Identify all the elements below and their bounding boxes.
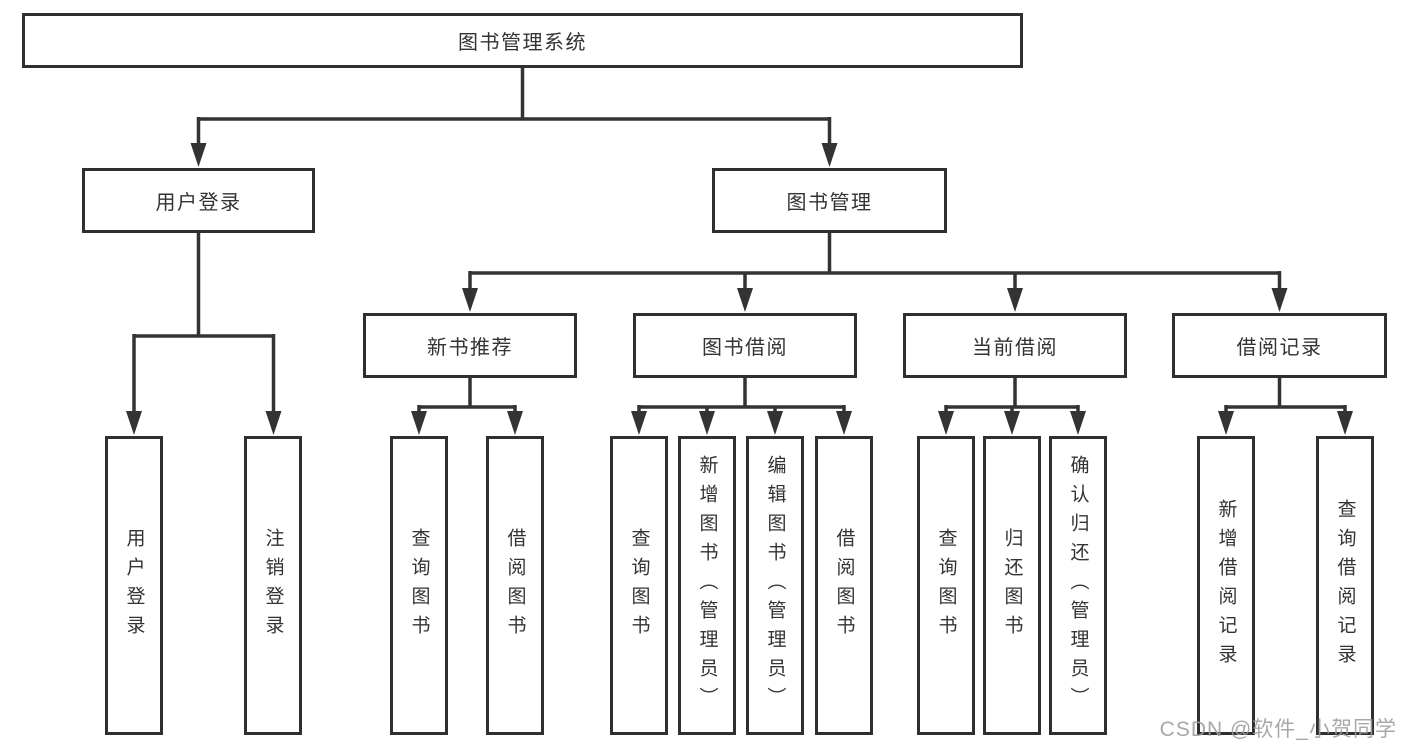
leaf-bb-borrow-books: 借阅图书 [815,436,873,735]
leaf-cb-query-books-label: 查询图书 [935,527,957,644]
node-user-login: 用户登录 [82,168,315,233]
leaf-logout: 注销登录 [244,436,302,735]
node-borrowing-records: 借阅记录 [1172,313,1387,378]
node-borrowing-records-label: 借阅记录 [1236,337,1323,359]
node-new-book-recommendation: 新书推荐 [363,313,577,378]
leaf-logout-label: 注销登录 [262,527,284,644]
leaf-cb-query-books: 查询图书 [917,436,975,735]
node-user-login-label: 用户登录 [155,192,242,214]
node-book-management-label: 图书管理 [786,192,873,214]
node-current-borrowing: 当前借阅 [903,313,1127,378]
leaf-nb-query-books-label: 查询图书 [408,527,430,644]
leaf-bb-add-books-label: 新增图书（管理员） [696,455,718,716]
leaf-user-login-label: 用户登录 [123,527,145,644]
node-book-borrowing: 图书借阅 [633,313,857,378]
leaf-cb-return-books: 归还图书 [983,436,1041,735]
leaf-nb-query-books: 查询图书 [390,436,448,735]
leaf-bb-query-books-label: 查询图书 [628,527,650,644]
leaf-bb-edit-books: 编辑图书（管理员） [746,436,804,735]
leaf-cb-confirm-return-label: 确认归还（管理员） [1067,455,1089,716]
leaf-br-query-record-label: 查询借阅记录 [1334,498,1356,673]
leaf-cb-confirm-return: 确认归还（管理员） [1049,436,1107,735]
node-new-book-recommendation-label: 新书推荐 [427,337,513,359]
leaf-bb-query-books: 查询图书 [610,436,668,735]
node-book-borrowing-label: 图书借阅 [702,337,788,359]
leaf-nb-borrow-books-label: 借阅图书 [504,527,526,644]
leaf-cb-return-books-label: 归还图书 [1001,527,1023,644]
leaf-bb-edit-books-label: 编辑图书（管理员） [764,455,786,716]
node-root: 图书管理系统 [22,13,1023,68]
leaf-user-login: 用户登录 [105,436,163,735]
node-root-label: 图书管理系统 [458,32,587,54]
leaf-br-add-record: 新增借阅记录 [1197,436,1255,735]
node-current-borrowing-label: 当前借阅 [972,337,1058,359]
leaf-br-query-record: 查询借阅记录 [1316,436,1374,735]
leaf-br-add-record-label: 新增借阅记录 [1215,498,1237,673]
watermark: CSDN @软件_小贺同学 [1159,718,1397,741]
leaf-bb-add-books: 新增图书（管理员） [678,436,736,735]
leaf-bb-borrow-books-label: 借阅图书 [833,527,855,644]
leaf-nb-borrow-books: 借阅图书 [486,436,544,735]
node-book-management: 图书管理 [712,168,947,233]
